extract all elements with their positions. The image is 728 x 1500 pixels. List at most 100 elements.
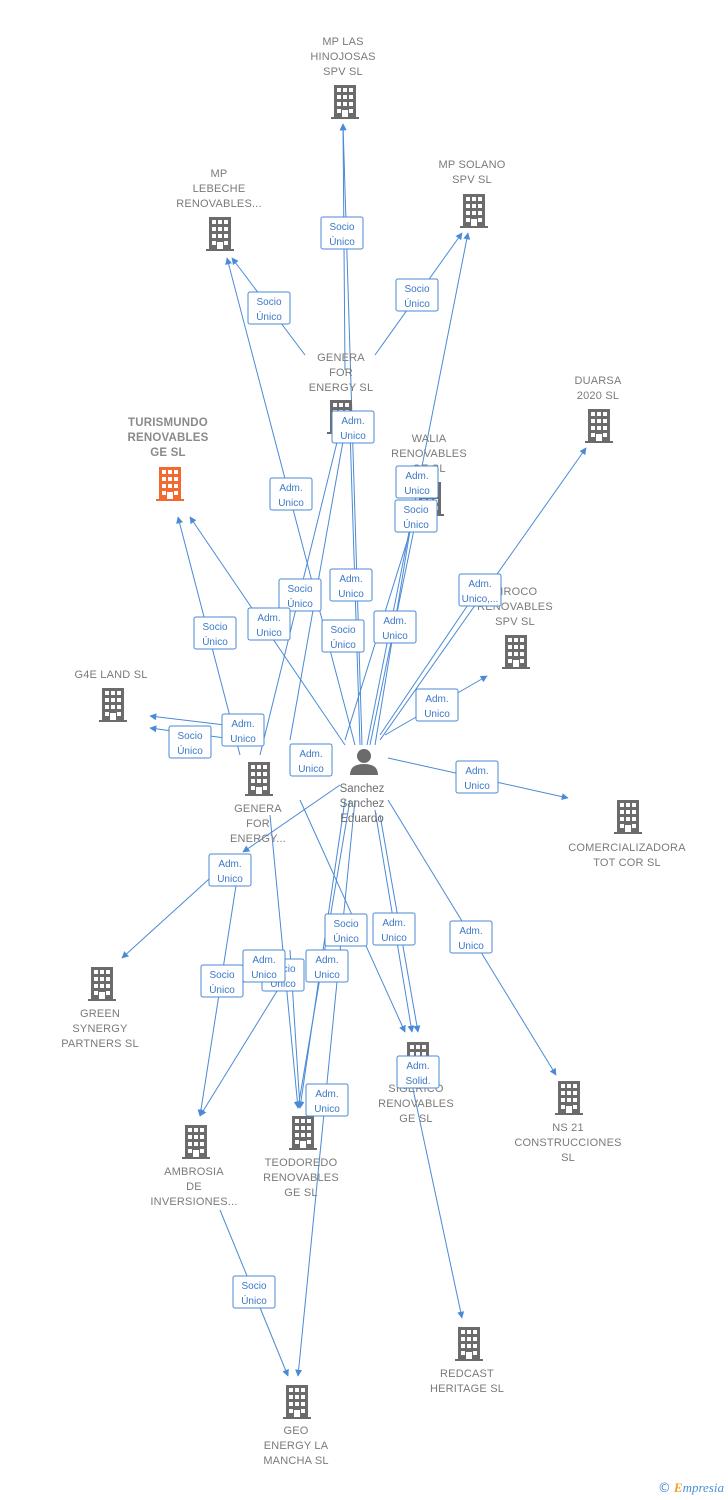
edge-label[interactable]: Adm. Unico bbox=[269, 477, 313, 511]
brand-initial: E bbox=[673, 1480, 683, 1495]
building-icon bbox=[555, 1081, 583, 1115]
edge-label[interactable]: Adm.Unico bbox=[449, 920, 493, 954]
edge-label[interactable]: Adm.Solid. bbox=[396, 1055, 440, 1089]
edge-label-text: Unico bbox=[314, 970, 340, 981]
node-label-line: GE SL bbox=[284, 1187, 317, 1199]
edge-label[interactable]: Adm.Unico bbox=[331, 410, 375, 444]
edge-label-text: Único bbox=[287, 597, 313, 610]
node-label-line: SPV SL bbox=[323, 66, 363, 78]
node-label-line: SPV SL bbox=[495, 616, 535, 628]
edge-label[interactable]: Adm.Unico bbox=[372, 912, 416, 946]
node-label-line: SPV SL bbox=[452, 174, 492, 186]
edge-label-text: Unico bbox=[404, 486, 430, 497]
edge-label-text: Unico bbox=[251, 970, 277, 981]
edge-label-text: Adm. bbox=[315, 955, 338, 966]
empresia-logo[interactable]: ©Empresia bbox=[658, 1480, 724, 1496]
edge-labels-layer: SocioÚnicoSocioÚnicoSocioÚnicoAdm.UnicoA… bbox=[168, 216, 502, 1309]
node-label-line: INVERSIONES... bbox=[150, 1196, 237, 1208]
edge-label[interactable]: Adm.Unico,... bbox=[458, 573, 502, 607]
edge-label[interactable]: Adm.Unico bbox=[415, 688, 459, 722]
edge-label-text: Único bbox=[404, 297, 430, 310]
edge-label-text: Único bbox=[177, 744, 203, 757]
node-label-line: GENERA bbox=[317, 352, 365, 364]
edge-label-text: Socio bbox=[256, 297, 281, 308]
brand-name: mpresia bbox=[682, 1480, 724, 1495]
edge-label[interactable]: Adm.Unico bbox=[247, 607, 291, 641]
edge-label[interactable]: Adm.Unico bbox=[289, 743, 333, 777]
edge-label[interactable]: Adm.Unico bbox=[455, 760, 499, 794]
node-label-line: 2020 SL bbox=[577, 390, 619, 402]
node-label-line: GREEN bbox=[80, 1008, 120, 1020]
node-label-line: NS 21 bbox=[552, 1122, 584, 1134]
edge-label-text: Unico bbox=[278, 498, 304, 509]
building-icon bbox=[455, 1327, 483, 1361]
node-label-line: DUARSA bbox=[574, 375, 622, 387]
building-icon bbox=[206, 217, 234, 251]
node-label-line: SYNERGY bbox=[72, 1023, 128, 1035]
node-label-line: LEBECHE bbox=[193, 183, 246, 195]
building-icon bbox=[585, 409, 613, 443]
edge-label[interactable]: Adm.Unico bbox=[395, 465, 439, 499]
building-icon bbox=[502, 635, 530, 669]
building-icon bbox=[460, 194, 488, 228]
edge-label-text: Adm. bbox=[257, 613, 280, 624]
person-label-line: Sanchez bbox=[340, 783, 385, 795]
edge-label-text: Adm. bbox=[252, 955, 275, 966]
edge-label[interactable]: Adm.Unico bbox=[208, 853, 252, 887]
edge-label[interactable]: Adm.Unico bbox=[305, 1083, 349, 1117]
node-label-line: DE bbox=[186, 1181, 202, 1193]
node-label-line: RENOVABLES bbox=[263, 1172, 339, 1184]
edge-label-text: Unico bbox=[464, 781, 490, 792]
edge-label-text: Solid. bbox=[405, 1076, 430, 1087]
edge-label-text: Adm. bbox=[382, 918, 405, 929]
building-icon bbox=[88, 967, 116, 1001]
node-g4e[interactable]: G4E LAND SL bbox=[74, 669, 147, 722]
edge-label-text: Socio bbox=[330, 625, 355, 636]
edge-label-text: Adm. bbox=[279, 483, 302, 494]
node-duarsa[interactable]: DUARSA 2020 SL bbox=[574, 375, 622, 443]
edge-label-text: Socio bbox=[202, 622, 227, 633]
edge-label[interactable]: Adm.Unico bbox=[221, 713, 265, 747]
node-label-line: CONSTRUCCIONES bbox=[514, 1137, 621, 1149]
edge-label-text: Unico bbox=[217, 874, 243, 885]
edge-label[interactable]: Adm.Unico bbox=[373, 610, 417, 644]
edge-label-text: Único bbox=[241, 1294, 267, 1307]
edge-label-text: Adm. bbox=[299, 749, 322, 760]
node-label-line: ENERGY SL bbox=[309, 382, 374, 394]
edge-label[interactable]: Adm.Unico bbox=[329, 568, 373, 602]
edge-label[interactable]: Adm. Unico bbox=[242, 949, 286, 983]
edge-label-text: Adm. bbox=[315, 1089, 338, 1100]
edge-arrow bbox=[379, 589, 479, 736]
edge-label[interactable]: Adm. Unico bbox=[305, 949, 349, 983]
